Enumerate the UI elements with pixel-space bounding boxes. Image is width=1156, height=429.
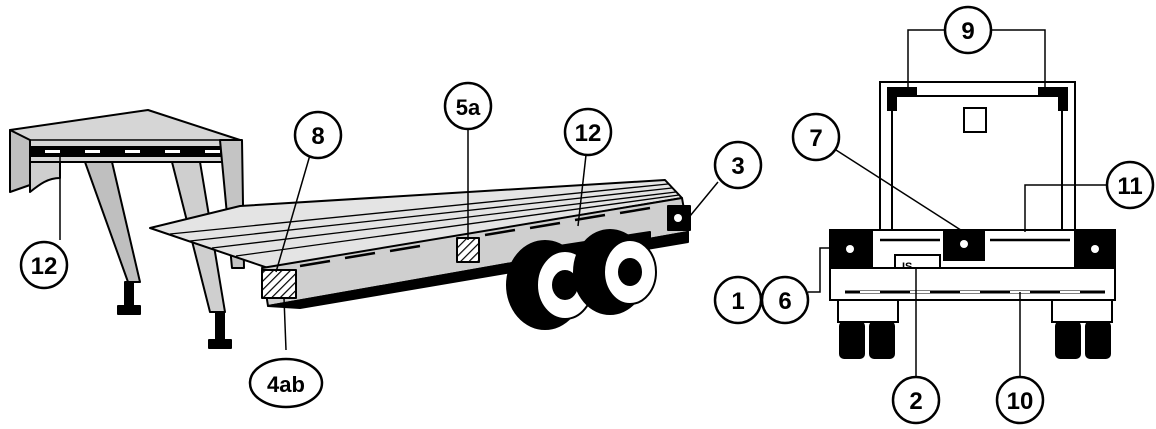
svg-text:1: 1 bbox=[731, 288, 744, 315]
callout-6: 6 bbox=[760, 275, 810, 325]
callouts: 12 8 5a 12 3 4ab 9 7 bbox=[19, 5, 1155, 425]
callout-12-side: 12 bbox=[19, 240, 69, 290]
mud-flap-right bbox=[1051, 299, 1113, 323]
svg-text:8: 8 bbox=[311, 123, 324, 150]
gooseneck-brace-left bbox=[84, 161, 141, 283]
callout-3: 3 bbox=[713, 140, 763, 190]
gooseneck-front-face bbox=[9, 129, 31, 193]
callout-10: 10 bbox=[995, 375, 1045, 425]
callout-1: 1 bbox=[713, 275, 763, 325]
rear-tires bbox=[839, 321, 1111, 359]
svg-text:11: 11 bbox=[1117, 173, 1142, 200]
landing-jack-right bbox=[208, 311, 232, 349]
deck-planks bbox=[169, 183, 680, 257]
callout-8: 8 bbox=[293, 110, 343, 160]
rear-view-trailer: IS bbox=[829, 81, 1116, 359]
rear-bumper bbox=[829, 267, 1116, 301]
rack-left-reflector bbox=[887, 87, 917, 111]
hatched-reflector-mid bbox=[456, 237, 480, 263]
side-rail-reflector-tape bbox=[299, 206, 651, 268]
svg-text:2: 2 bbox=[909, 388, 922, 415]
svg-text:9: 9 bbox=[961, 18, 974, 45]
rack-center-hook bbox=[963, 107, 987, 133]
rear-headache-rack bbox=[879, 81, 1076, 241]
leader-lines bbox=[59, 29, 1110, 378]
callout-12-rail: 12 bbox=[563, 107, 613, 157]
rack-right-reflector bbox=[1038, 87, 1068, 111]
gooseneck-hitch bbox=[29, 161, 61, 193]
svg-text:7: 7 bbox=[809, 125, 822, 152]
svg-text:12: 12 bbox=[575, 120, 602, 147]
svg-text:5a: 5a bbox=[456, 95, 481, 120]
hatched-reflector-front bbox=[261, 269, 297, 299]
landing-jack-left bbox=[117, 281, 141, 315]
rear-tandem-wheels bbox=[506, 229, 657, 330]
callout-4ab: 4ab bbox=[248, 357, 324, 409]
svg-text:6: 6 bbox=[778, 288, 791, 315]
svg-text:4ab: 4ab bbox=[267, 372, 305, 397]
svg-text:3: 3 bbox=[731, 153, 744, 180]
callout-9: 9 bbox=[943, 5, 993, 55]
callout-7: 7 bbox=[791, 112, 841, 162]
callout-2: 2 bbox=[891, 375, 941, 425]
callout-5a: 5a bbox=[443, 81, 493, 131]
svg-text:10: 10 bbox=[1007, 388, 1034, 415]
mud-flap-left bbox=[837, 299, 899, 323]
callout-11: 11 bbox=[1105, 160, 1155, 210]
svg-text:12: 12 bbox=[31, 253, 58, 280]
